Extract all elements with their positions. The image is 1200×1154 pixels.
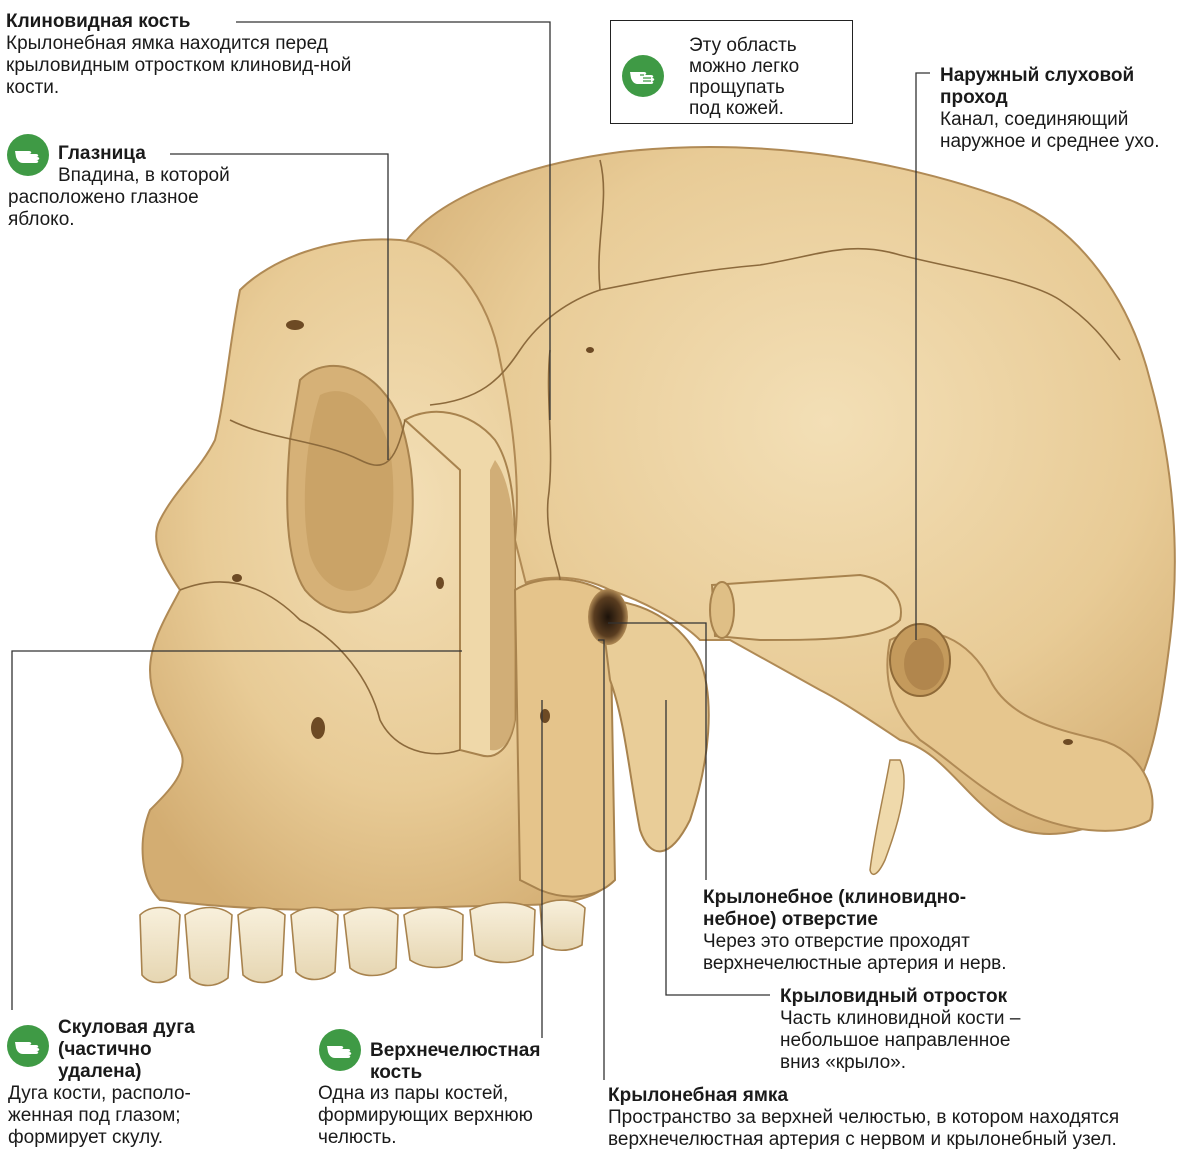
styloid-process [869, 759, 905, 876]
label-orbit-desc: Впадина, в которой расположено глазное я… [8, 165, 230, 230]
label-ear-canal-title: Наружный слуховой проход [940, 65, 1135, 108]
zygomatic-bone-cut [403, 410, 516, 758]
label-foramen-desc: Через это отверстие проходят верхнечелюс… [703, 931, 1007, 974]
leader-sphenoid [236, 21, 551, 420]
cut-surface-strip [490, 460, 515, 751]
leader-zygomatic [11, 650, 462, 1010]
leader-lines [11, 21, 930, 1080]
label-zygomatic-arch: Скуловая дуга (частично удалена) [58, 1017, 228, 1083]
label-orbit-title: Глазница [58, 143, 146, 164]
leader-orbit [170, 153, 389, 460]
leader-foramen [608, 622, 707, 880]
label-orbit-desc-block: Впадина, в которой расположено глазное я… [8, 165, 268, 231]
label-zygomatic-title: Скуловая дуга (частично удалена) [58, 1017, 195, 1082]
label-ear-canal: Наружный слуховой проход Канал, соединяю… [940, 65, 1195, 153]
orbit-hand-icon [7, 134, 49, 176]
mastoid-region [886, 631, 1154, 832]
upper-teeth [139, 899, 586, 987]
label-maxilla-title: Верхнечелюстная кость [370, 1040, 541, 1083]
label-orbit: Глазница [58, 143, 268, 165]
palpation-note-box: Эту область можно легко прощупать под ко… [610, 20, 853, 124]
posterior-maxilla [513, 578, 617, 898]
label-sphenoid: Клиновидная кость Крылонебная ямка наход… [6, 11, 386, 99]
label-sphenoid-desc: Крылонебная ямка находится перед крылови… [6, 33, 352, 98]
zygomatic-arch-stub [710, 573, 902, 642]
orbit-shadow [304, 391, 394, 591]
label-maxilla: Верхнечелюстная кость [370, 1040, 580, 1084]
label-pterygopalatine-fossa: Крылонебная ямка Пространство за верхней… [608, 1085, 1193, 1151]
label-foramen-title: Крылонебное (клиновидно-небное) отверсти… [703, 887, 967, 930]
label-maxilla-desc-block: Одна из пары костей, формирующих верхнюю… [318, 1083, 578, 1149]
label-pterygopalatine-foramen: Крылонебное (клиновидно-небное) отверсти… [703, 887, 1033, 975]
label-pterygoid-title: Крыловидный отросток [780, 986, 1008, 1007]
zygomatic-cut-surface [709, 581, 735, 639]
label-pterygoid-desc: Часть клиновидной кости – небольшое напр… [780, 1008, 1021, 1073]
maxilla-hand-icon [319, 1029, 361, 1071]
label-fossa-desc: Пространство за верхней челюстью, в кото… [608, 1107, 1120, 1150]
cranium [398, 146, 1176, 835]
leader-pterygoid [665, 700, 770, 996]
sutures [179, 159, 1121, 755]
label-ear-canal-desc: Канал, соединяющий наружное и среднее ух… [940, 109, 1160, 152]
label-pterygoid-process: Крыловидный отросток Часть клиновидной к… [780, 986, 1055, 1074]
label-zygomatic-desc: Дуга кости, располо-женная под глазом; ф… [8, 1083, 191, 1148]
label-maxilla-desc: Одна из пары костей, формирующих верхнюю… [318, 1083, 533, 1148]
leader-ear-canal [915, 72, 930, 640]
pterygopalatine-foramen-hole [588, 589, 628, 645]
palpation-note-text: Эту область можно легко прощупать под ко… [689, 35, 800, 119]
label-zygomatic-desc-block: Дуга кости, располо-женная под глазом; ф… [8, 1083, 228, 1149]
palpation-hand-icon [622, 55, 664, 97]
pterygoid-plate [598, 598, 710, 853]
skull [139, 146, 1176, 987]
leader-fossa [598, 639, 605, 1080]
label-sphenoid-title: Клиновидная кость [6, 11, 191, 32]
label-fossa-title: Крылонебная ямка [608, 1085, 789, 1106]
zygomatic-hand-icon [7, 1025, 49, 1067]
